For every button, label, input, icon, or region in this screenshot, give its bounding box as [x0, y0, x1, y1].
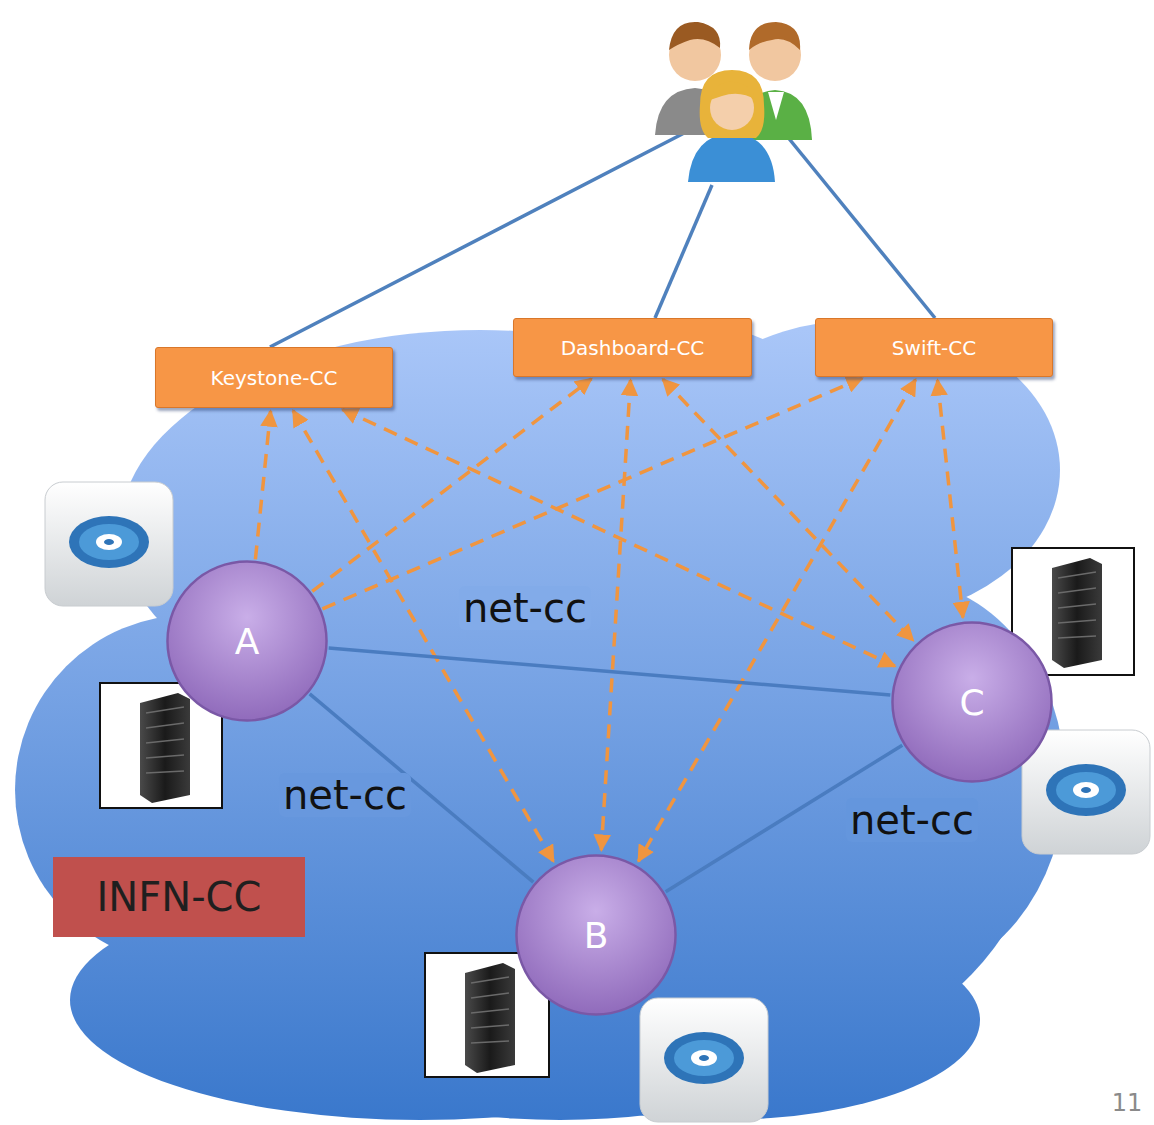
dashed-arrow [255, 411, 270, 559]
user-links [270, 130, 935, 347]
service-box: Keystone-CC [155, 347, 393, 408]
site-name: C [959, 682, 984, 723]
cloud-shape [15, 320, 1065, 1120]
dashed-arrow [663, 379, 913, 640]
network-link [329, 648, 891, 695]
disc-icon [45, 482, 173, 606]
service-box: Swift-CC [815, 318, 1053, 377]
users-icon [655, 22, 812, 182]
link-label: net-cc [846, 798, 978, 842]
disc-icon [640, 998, 768, 1122]
link-label: net-cc [459, 586, 591, 630]
dashed-arrow [342, 409, 895, 666]
service-box: Dashboard-CC [513, 318, 752, 377]
box-label: Swift-CC [892, 336, 976, 360]
dashed-arrow [601, 380, 630, 850]
dashed-arrow [638, 380, 915, 862]
site-circle: A [165, 559, 329, 723]
box-label: Keystone-CC [211, 366, 338, 390]
site-name: B [584, 915, 609, 956]
dashed-arrow [938, 380, 963, 618]
site-circle: B [514, 853, 678, 1017]
page-number: 11 [1112, 1089, 1143, 1117]
dashed-arrow [312, 379, 591, 592]
site-circle: C [890, 620, 1054, 784]
cloud-name-box: INFN-CC [53, 857, 305, 937]
link-label: net-cc [279, 773, 411, 817]
box-label: Dashboard-CC [561, 336, 705, 360]
disc-icon [1022, 730, 1150, 854]
box-label: INFN-CC [97, 874, 262, 920]
site-name: A [235, 621, 260, 662]
dashed-arrow [322, 378, 862, 609]
